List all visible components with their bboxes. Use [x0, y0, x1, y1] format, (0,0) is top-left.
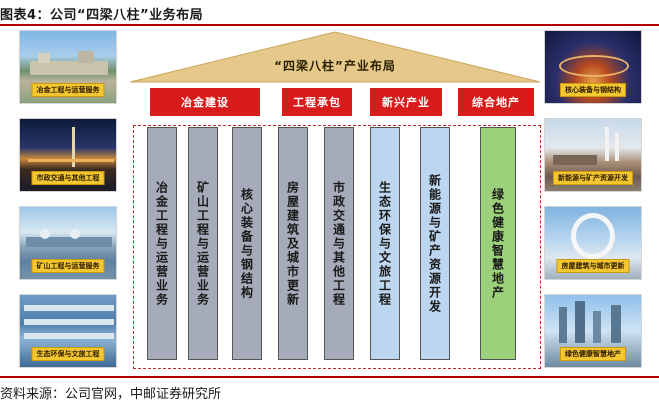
- bottom-rule: [0, 376, 659, 378]
- photo-caption: 核心装备与钢结构: [560, 83, 626, 97]
- photo-ecology: 生态环保与文旅工程: [19, 294, 117, 368]
- pillar-new-energy-mining: 新能源与矿产资源开发: [420, 127, 450, 360]
- pillar-green-real-estate: 绿色健康智慧地产: [480, 127, 516, 360]
- pillar-housing-urban: 房屋建筑及城市更新: [278, 127, 308, 360]
- photo-green-property: 绿色健康智慧地产: [544, 294, 642, 368]
- photo-new-energy: 新能源与矿产资源开发: [544, 118, 642, 192]
- photo-caption: 绿色健康智慧地产: [560, 347, 626, 361]
- photo-caption: 冶金工程与运营服务: [32, 83, 105, 97]
- photo-municipal: 市政交通与其他工程: [19, 118, 117, 192]
- beam-metallurgy-construction: 冶金建设: [150, 88, 260, 116]
- pillar-mining: 矿山工程与运营业务: [188, 127, 218, 360]
- title-rule: [0, 24, 659, 26]
- photo-caption: 房屋建筑与城市更新: [557, 259, 630, 273]
- source-note: 资料来源：公司官网，中邮证券研究所: [0, 383, 221, 402]
- photo-caption: 新能源与矿产资源开发: [553, 171, 633, 185]
- roof-title: “四梁八柱”产业布局: [128, 57, 542, 74]
- photo-mining: 矿山工程与运营服务: [19, 206, 117, 280]
- photo-caption: 市政交通与其他工程: [32, 171, 105, 185]
- photo-caption: 生态环保与文旅工程: [32, 347, 105, 361]
- pillar-ecology-tourism: 生态环保与文旅工程: [370, 127, 400, 360]
- pillar-equipment-steel: 核心装备与钢结构: [232, 127, 262, 360]
- photo-housing: 房屋建筑与城市更新: [544, 206, 642, 280]
- figure-title: 图表4：公司“四梁八柱”业务布局: [0, 4, 203, 23]
- photo-metallurgy: 冶金工程与运营服务: [19, 30, 117, 104]
- beam-real-estate: 综合地产: [458, 88, 534, 116]
- beam-emerging-industries: 新兴产业: [370, 88, 442, 116]
- beam-engineering-contracting: 工程承包: [282, 88, 352, 116]
- photo-equipment-steel: 核心装备与钢结构: [544, 30, 642, 104]
- pillar-municipal-transport: 市政交通与其他工程: [324, 127, 354, 360]
- photo-caption: 矿山工程与运营服务: [32, 259, 105, 273]
- pillar-metallurgy: 冶金工程与运营业务: [147, 127, 177, 360]
